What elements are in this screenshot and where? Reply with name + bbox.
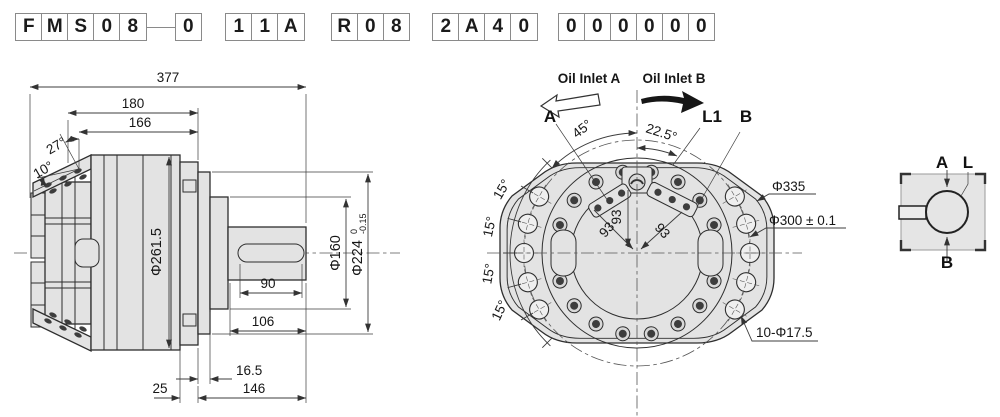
code-group-displacement: 1 1 A — [225, 13, 305, 41]
code-box: 8 — [382, 13, 410, 41]
flange-chamfer — [506, 167, 768, 339]
dim-93-c: 93 — [652, 220, 673, 241]
port-passage-b — [646, 181, 698, 218]
code-box: 0 — [609, 13, 637, 41]
code-box: A — [458, 13, 486, 41]
dim-93-a: 93 — [596, 219, 617, 240]
code-group-series: F M S 0 8 — [15, 13, 147, 41]
dim-body-dia: Φ261.5 — [149, 228, 165, 276]
dim-flange-dia: Φ335 — [772, 179, 805, 194]
code-box: F — [15, 13, 43, 41]
front-view-dimensions: 45° 22.5° A L1 B 93 93 93 — [479, 107, 846, 349]
oil-inlet-a-label: Oil Inlet A — [558, 71, 621, 86]
dim-146: 146 — [243, 381, 266, 396]
spigot-ring — [197, 171, 211, 335]
code-box: 1 — [225, 13, 253, 41]
motor-symbol — [925, 190, 969, 234]
corner-brackets — [899, 172, 987, 252]
dim-flange-thickness: 25 — [152, 381, 167, 396]
pilot-ring — [209, 196, 229, 310]
front-view: Oil Inlet A Oil Inlet B 45° 22.5° A L1 B… — [479, 71, 846, 416]
code-box: 4 — [484, 13, 512, 41]
side-view: 377 180 166 27° 10° Φ261. — [14, 70, 400, 403]
code-group-ports: 2 A 4 0 — [432, 13, 538, 41]
code-box: 8 — [119, 13, 147, 41]
dim-bolt-circle: Φ300 ± 0.1 — [769, 213, 836, 228]
shaft-symbol — [898, 205, 927, 220]
port-a-label: A — [544, 107, 556, 126]
code-group-shaft: R 0 8 — [330, 13, 410, 41]
code-box: M — [41, 13, 69, 41]
code-box: 2 — [432, 13, 460, 41]
dim-166: 166 — [129, 115, 152, 130]
dim-180: 180 — [122, 96, 145, 111]
housing-ring-stack — [74, 154, 181, 351]
rear-housing — [32, 153, 92, 353]
port-passage-a — [588, 183, 632, 218]
dim-93-b: 93 — [609, 209, 624, 224]
output-shaft — [227, 226, 307, 281]
code-box: S — [67, 13, 95, 41]
keyway — [237, 243, 305, 263]
dim-key-length: 90 — [260, 276, 275, 291]
dim-spigot-tol-lower: -0.15 — [358, 213, 368, 234]
dim-spigot-width: 16.5 — [236, 363, 262, 378]
port-b-label: B — [740, 107, 752, 126]
code-group-options: 0 0 0 0 0 0 — [557, 13, 715, 41]
dim-15-2: 15° — [480, 215, 499, 238]
code-box: 0 — [557, 13, 585, 41]
diagram-port-b: B — [941, 253, 953, 272]
cw-rotation-arrow-icon — [641, 91, 704, 113]
port-location-diagram: A L B — [898, 153, 987, 272]
diagram-port-a: A — [936, 153, 948, 172]
dim-bolt-holes: 10-Φ17.5 — [756, 325, 813, 340]
ccw-rotation-arrow-icon — [539, 93, 601, 119]
port-l1-label: L1 — [702, 107, 722, 126]
code-box: 0 — [687, 13, 715, 41]
code-box: 0 — [661, 13, 689, 41]
code-box: A — [277, 13, 305, 41]
diagram-port-l: L — [963, 153, 973, 172]
rear-bolts — [30, 192, 47, 328]
code-box: 0 — [174, 13, 202, 41]
drain-boss — [74, 238, 100, 268]
dim-spigot-tol-upper: 0 — [349, 229, 359, 234]
mounting-flange — [179, 161, 199, 346]
drain-port-line — [960, 172, 969, 197]
code-box: 0 — [635, 13, 663, 41]
dim-pilot-dia: Φ160 — [328, 235, 344, 271]
part-number-code: F M S 0 8 0 1 1 A R 0 8 2 A 4 0 0 0 0 — [15, 13, 715, 41]
code-box: 0 — [356, 13, 384, 41]
code-group-variant: 0 — [174, 13, 202, 41]
dim-spigot-dia: Φ224 — [350, 240, 366, 276]
code-box: 0 — [510, 13, 538, 41]
side-view-dimensions: 377 180 166 27° 10° Φ261. — [29, 70, 373, 403]
dim-shaft-length: 106 — [252, 314, 275, 329]
port-holes — [44, 168, 87, 338]
code-connector-line — [146, 26, 175, 28]
dim-overall-length: 377 — [157, 70, 180, 85]
dim-angle-27: 27° — [44, 134, 69, 157]
code-box: R — [330, 13, 358, 41]
dim-15-3: 15° — [479, 262, 497, 285]
oil-inlet-b-label: Oil Inlet B — [642, 71, 705, 86]
dim-angle-45: 45° — [569, 117, 594, 141]
